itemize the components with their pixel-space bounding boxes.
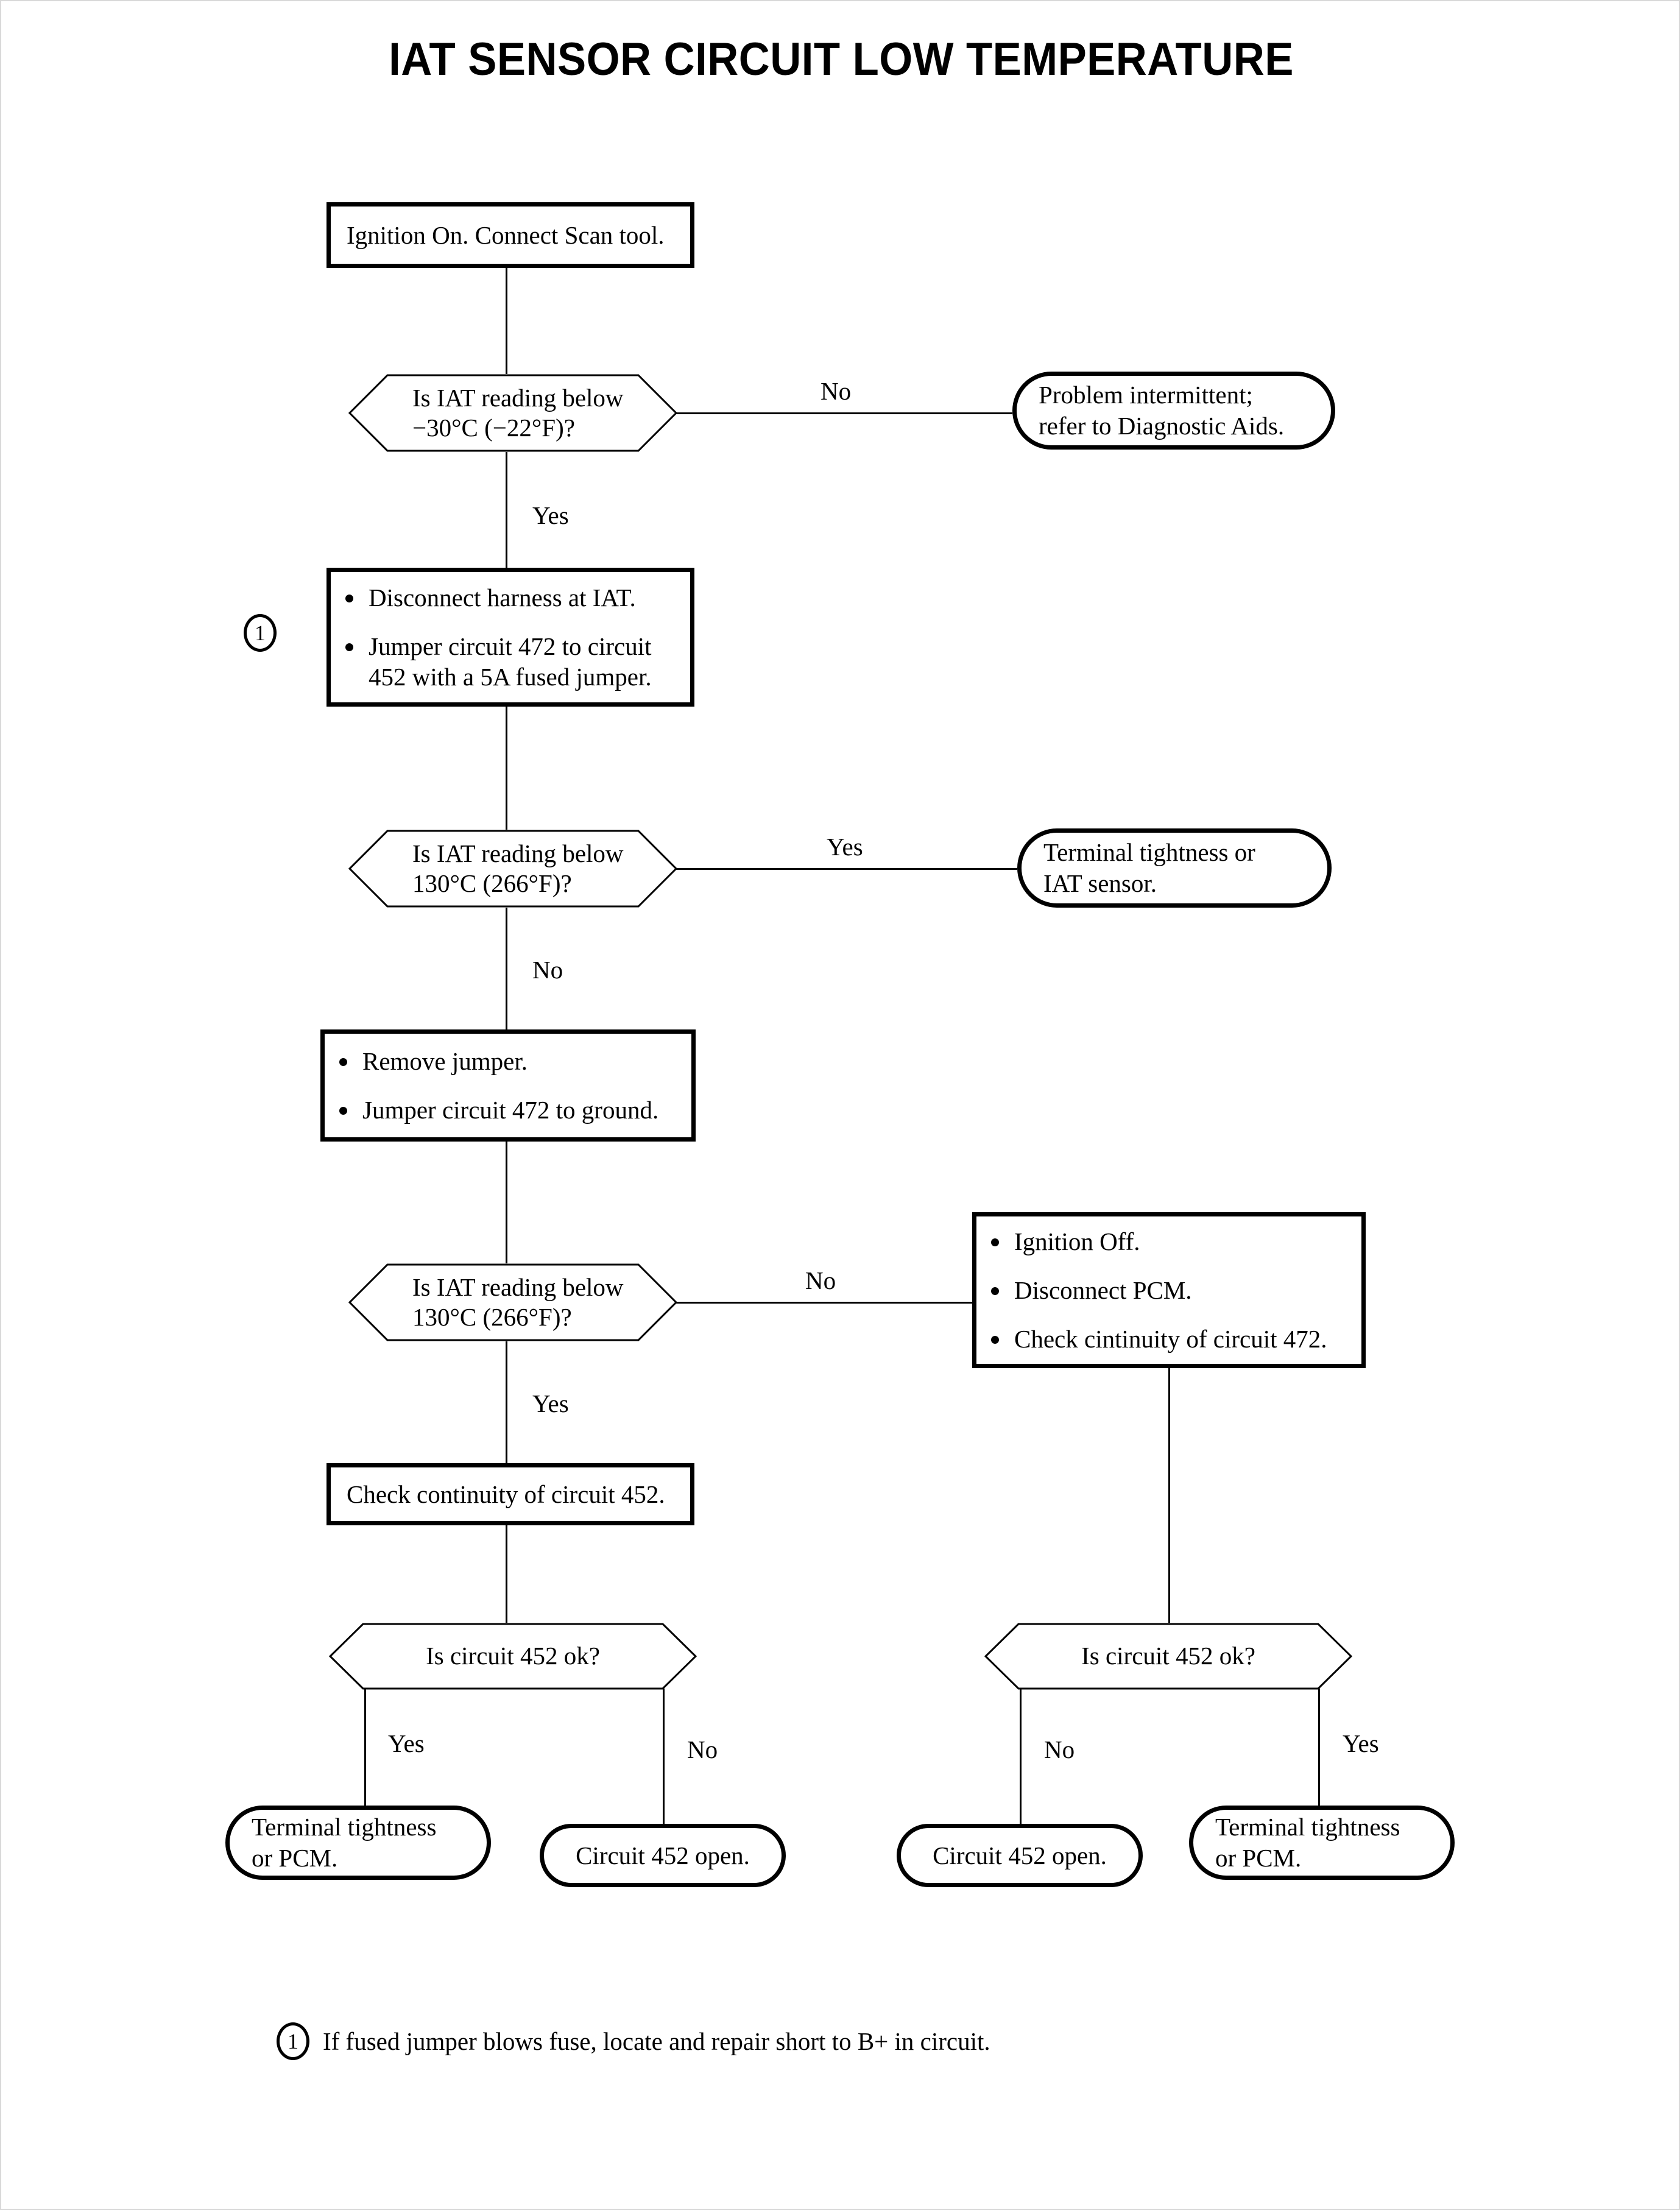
connector-decision1-no	[676, 412, 1012, 414]
connector-start-to-decision1	[506, 268, 507, 374]
node-term-right-yes-text: Terminal tightness or PCM.	[1215, 1813, 1400, 1872]
connector-process4-to-decision4-left	[506, 1525, 507, 1623]
list-item: Remove jumper.	[339, 1046, 682, 1076]
node-process2-bullets: Remove jumper. Jumper circuit 472 to gro…	[325, 1046, 691, 1125]
node-term-left-yes-text: Terminal tightness or PCM.	[252, 1813, 437, 1872]
connector-process1-to-decision2	[506, 707, 507, 830]
node-decision4-left: Is circuit 452 ok?	[329, 1623, 697, 1690]
node-term-left-no-text: Circuit 452 open.	[576, 1841, 750, 1869]
node-decision1-text: Is IAT reading below −30°C (−22°F)?	[412, 383, 624, 442]
list-item: Jumper circuit 472 to ground.	[339, 1095, 682, 1125]
callout-marker-1: 1	[244, 614, 277, 652]
list-item: Disconnect harness at IAT.	[345, 582, 680, 613]
node-decision2-text: Is IAT reading below 130°C (266°F)?	[412, 839, 624, 897]
connector-decision4-left-yes	[364, 1689, 366, 1806]
list-item: Check cintinuity of circuit 472.	[991, 1324, 1352, 1354]
hexagon-shape	[348, 1263, 677, 1341]
branch-label-decision1-yes: Yes	[532, 501, 569, 529]
branch-label-decision4-right-no: No	[1044, 1735, 1075, 1763]
footnote-marker: 1	[277, 2022, 309, 2060]
list-item: Jumper circuit 472 to circuit 452 with a…	[345, 631, 680, 692]
node-process3-bullets: Ignition Off. Disconnect PCM. Check cint…	[976, 1226, 1361, 1354]
node-start-label: Ignition On. Connect Scan tool.	[347, 221, 665, 249]
node-process2: Remove jumper. Jumper circuit 472 to gro…	[320, 1029, 696, 1142]
connector-decision4-right-no	[1020, 1689, 1022, 1824]
node-term-left-no: Circuit 452 open.	[540, 1824, 786, 1887]
connector-decision1-yes	[506, 452, 507, 568]
connector-decision3-yes	[506, 1341, 507, 1463]
node-decision3: Is IAT reading below 130°C (266°F)?	[348, 1263, 677, 1341]
node-problem-intermittent: Problem intermittent; refer to Diagnosti…	[1012, 372, 1335, 450]
footnote-text: If fused jumper blows fuse, locate and r…	[323, 2027, 990, 2055]
node-term-right-yes: Terminal tightness or PCM.	[1189, 1806, 1455, 1880]
hexagon-shape	[348, 374, 677, 452]
branch-label-decision2-no: No	[532, 956, 563, 984]
footnote: 1 If fused jumper blows fuse, locate and…	[277, 2022, 990, 2060]
connector-decision2-no	[506, 908, 507, 1029]
hexagon-shape	[348, 830, 677, 908]
node-decision4-right: Is circuit 452 ok?	[984, 1623, 1352, 1690]
connector-decision3-no	[676, 1302, 972, 1304]
branch-label-decision2-yes: Yes	[827, 833, 863, 861]
node-decision2: Is IAT reading below 130°C (266°F)?	[348, 830, 677, 908]
branch-label-decision1-no: No	[821, 377, 852, 405]
connector-decision4-right-yes	[1318, 1689, 1320, 1806]
branch-label-decision3-no: No	[805, 1266, 836, 1294]
node-decision3-text: Is IAT reading below 130°C (266°F)?	[412, 1273, 624, 1331]
connector-decision4-left-no	[663, 1689, 665, 1824]
node-term-right-no: Circuit 452 open.	[897, 1824, 1143, 1887]
list-item: Ignition Off.	[991, 1226, 1352, 1257]
node-terminal-iat-sensor-text: Terminal tightness or IAT sensor.	[1043, 838, 1255, 897]
branch-label-decision4-left-no: No	[687, 1735, 718, 1763]
node-start: Ignition On. Connect Scan tool.	[326, 202, 694, 268]
node-problem-intermittent-text: Problem intermittent; refer to Diagnosti…	[1039, 381, 1285, 440]
node-process1: Disconnect harness at IAT. Jumper circui…	[326, 568, 694, 707]
node-term-left-yes: Terminal tightness or PCM.	[225, 1806, 491, 1880]
node-process4: Check continuity of circuit 452.	[326, 1463, 694, 1525]
node-decision1: Is IAT reading below −30°C (−22°F)?	[348, 374, 677, 452]
node-decision4-right-text: Is circuit 452 ok?	[1081, 1642, 1255, 1670]
connector-process2-to-decision3	[506, 1142, 507, 1263]
connector-decision2-yes	[676, 868, 1017, 870]
node-process4-label: Check continuity of circuit 452.	[347, 1480, 665, 1508]
page-title: IAT SENSOR CIRCUIT LOW TEMPERATURE	[389, 34, 1294, 85]
node-decision4-left-text: Is circuit 452 ok?	[426, 1642, 600, 1670]
branch-label-decision4-left-yes: Yes	[388, 1729, 425, 1757]
node-process3: Ignition Off. Disconnect PCM. Check cint…	[972, 1212, 1366, 1368]
branch-label-decision4-right-yes: Yes	[1343, 1729, 1379, 1757]
branch-label-decision3-yes: Yes	[532, 1389, 569, 1417]
node-terminal-iat-sensor: Terminal tightness or IAT sensor.	[1017, 828, 1332, 908]
connector-process3-to-decision4-right	[1168, 1368, 1170, 1623]
node-term-right-no-text: Circuit 452 open.	[933, 1841, 1107, 1869]
list-item: Disconnect PCM.	[991, 1275, 1352, 1305]
node-process1-bullets: Disconnect harness at IAT. Jumper circui…	[331, 582, 690, 692]
